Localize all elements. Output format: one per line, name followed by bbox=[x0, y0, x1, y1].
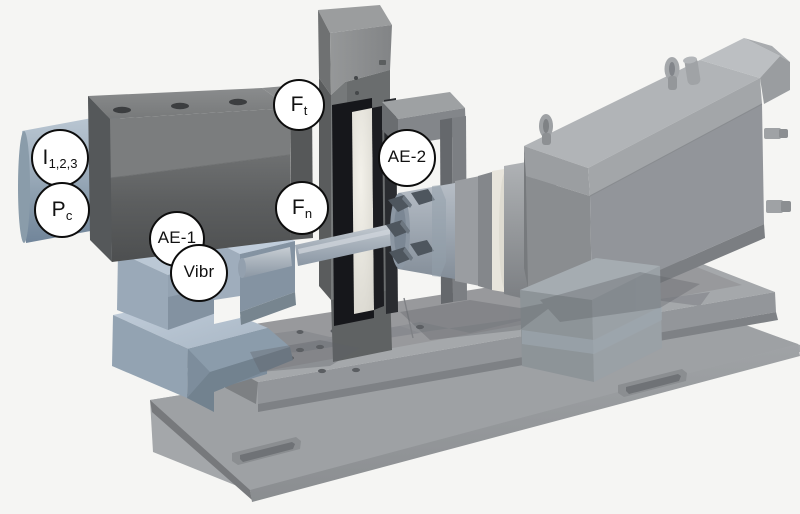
callout-cutting-power: Pc bbox=[34, 182, 90, 238]
lifting-eye-front bbox=[539, 114, 553, 145]
cutter-insert-highlights bbox=[400, 195, 413, 261]
callout-ae-2: AE-2 bbox=[378, 129, 436, 187]
side-fittings bbox=[764, 128, 791, 213]
callout-ft-base: F bbox=[290, 92, 304, 116]
workpiece-bar bbox=[238, 222, 403, 278]
callout-power-base: P bbox=[51, 197, 66, 221]
base-slot-left bbox=[232, 437, 301, 465]
motor-top-slots bbox=[113, 98, 247, 114]
cast-shadows bbox=[250, 272, 700, 372]
callout-fn-base: F bbox=[291, 195, 305, 219]
spindle-housing bbox=[524, 38, 791, 312]
callout-normal-force: Fn bbox=[275, 181, 329, 235]
coolant-port-top bbox=[683, 56, 701, 86]
callout-fn-sub: n bbox=[304, 205, 313, 221]
lifting-eye-rear bbox=[664, 57, 680, 90]
callout-current-sub: 1,2,3 bbox=[48, 155, 78, 171]
callout-current-base: I bbox=[42, 145, 49, 169]
base-slot-right bbox=[618, 369, 687, 397]
callout-vibration: Vibr bbox=[170, 244, 228, 302]
callout-current: I1,2,3 bbox=[31, 129, 89, 187]
callout-ft-sub: t bbox=[303, 102, 308, 118]
callout-ae2-base: AE-2 bbox=[387, 147, 427, 166]
spindle-pedestal bbox=[520, 258, 662, 382]
callout-tangential-force: Ft bbox=[273, 79, 325, 131]
face-mill-cutter bbox=[386, 183, 462, 279]
callout-ae1-base: AE-1 bbox=[157, 228, 197, 247]
callout-vibr-base: Vibr bbox=[183, 262, 215, 281]
callout-power-sub: c bbox=[65, 207, 73, 223]
